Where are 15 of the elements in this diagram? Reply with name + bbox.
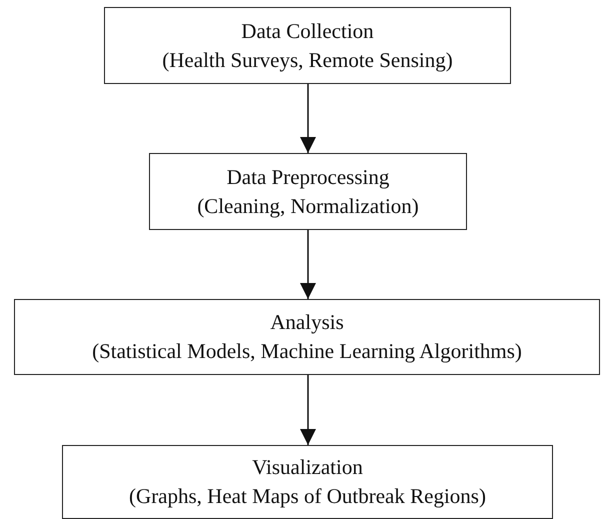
step-title: Data Preprocessing <box>226 164 390 190</box>
process-box <box>149 153 467 230</box>
step-description: (Cleaning, Normalization) <box>197 192 419 220</box>
process-box <box>104 7 511 84</box>
step-description: (Health Surveys, Remote Sensing) <box>162 46 453 74</box>
step-description: (Statistical Models, Machine Learning Algorithms) <box>92 338 522 365</box>
step-title: Visualization <box>252 454 363 481</box>
step-description: (Graphs, Heat Maps of Outbreak Regions) <box>129 483 486 510</box>
arrow <box>300 230 316 299</box>
process-box <box>62 445 553 519</box>
step-title: Analysis <box>270 309 344 336</box>
arrow <box>300 375 316 445</box>
arrow <box>300 84 316 153</box>
process-box <box>14 299 600 375</box>
step-title: Data Collection <box>241 18 374 44</box>
